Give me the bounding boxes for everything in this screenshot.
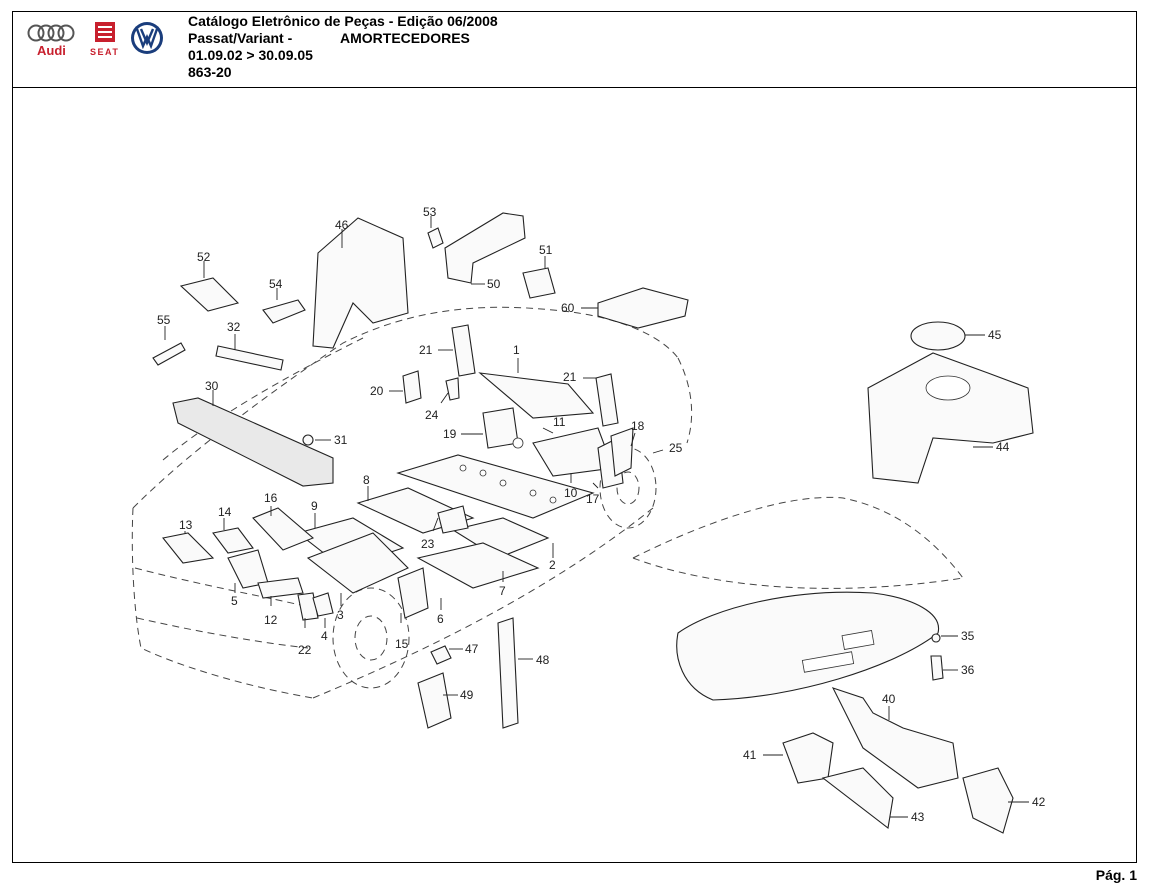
callout-47: 47	[465, 642, 479, 656]
exploded-parts-diagram: 1 2 3 4 5 6 7 8 9 10 11 12 13 14 15 16 1…	[131, 205, 1046, 834]
callout-45: 45	[988, 328, 1002, 342]
callout-6: 6	[437, 612, 444, 626]
callout-43: 43	[911, 810, 925, 824]
title-block: Catálogo Eletrônico de Peças - Edição 06…	[188, 13, 498, 81]
seat-logo: SEAT	[90, 22, 119, 57]
vehicle-model: Passat/Variant -	[188, 30, 293, 46]
small-brackets-left	[152, 277, 306, 366]
callout-2: 2	[549, 558, 556, 572]
callout-9: 9	[311, 499, 318, 513]
audi-logo-text: Audi	[37, 43, 66, 58]
brand-logos: Audi SEAT	[27, 22, 163, 58]
callout-10: 10	[564, 486, 578, 500]
vw-logo	[131, 22, 163, 54]
callout-36: 36	[961, 663, 975, 677]
callout-12: 12	[264, 613, 278, 627]
seat-logo-text: SEAT	[90, 47, 119, 57]
callout-49: 49	[460, 688, 474, 702]
callout-21a: 21	[419, 343, 433, 357]
callout-5: 5	[231, 594, 238, 608]
callout-54: 54	[269, 277, 283, 291]
callout-8: 8	[363, 473, 370, 487]
catalog-title: Catálogo Eletrônico de Peças - Edição 06…	[188, 13, 498, 29]
callout-1: 1	[513, 343, 520, 357]
callout-17: 17	[586, 492, 600, 506]
callout-31: 31	[334, 433, 348, 447]
callout-44: 44	[996, 440, 1010, 454]
page-number: Pág. 1	[1095, 867, 1137, 883]
callout-15: 15	[395, 637, 409, 651]
callout-35: 35	[961, 629, 975, 643]
callout-48: 48	[536, 653, 550, 667]
callout-32: 32	[227, 320, 241, 334]
callout-13: 13	[179, 518, 193, 532]
callout-46: 46	[335, 218, 349, 232]
callout-21b: 21	[563, 370, 577, 384]
callout-50: 50	[487, 277, 501, 291]
floor-insulation-parts	[162, 324, 634, 621]
callout-52: 52	[197, 250, 211, 264]
catalog-header: Audi SEAT Catálogo Eletrônico de Peças -…	[13, 12, 1136, 88]
date-range: 01.09.02 > 30.09.05	[188, 47, 313, 63]
callout-7: 7	[499, 584, 506, 598]
audi-logo: Audi	[27, 24, 75, 58]
callout-60: 60	[561, 301, 575, 315]
callout-30: 30	[205, 379, 219, 393]
firewall-and-duct-parts	[312, 212, 689, 349]
callout-22: 22	[298, 643, 312, 657]
callout-55: 55	[157, 313, 171, 327]
callout-labels: 1 2 3 4 5 6 7 8 9 10 11 12 13 14 15 16 1…	[157, 205, 1046, 824]
group-code: 863-20	[188, 64, 232, 80]
lower-small-parts	[417, 617, 1014, 834]
page-frame: Audi SEAT Catálogo Eletrônico de Peças -…	[12, 11, 1137, 863]
callout-51: 51	[539, 243, 553, 257]
callout-41: 41	[743, 748, 757, 762]
callout-25: 25	[669, 441, 683, 455]
callout-20: 20	[370, 384, 384, 398]
callout-18: 18	[631, 419, 645, 433]
hood-assembly	[632, 496, 964, 701]
callout-53: 53	[423, 205, 437, 219]
callout-14: 14	[218, 505, 232, 519]
section-name: AMORTECEDORES	[340, 30, 470, 46]
callout-16: 16	[264, 491, 278, 505]
callout-40: 40	[882, 692, 896, 706]
callout-4: 4	[321, 629, 328, 643]
callout-42: 42	[1032, 795, 1046, 809]
engine-cover-parts	[867, 321, 1034, 484]
callout-3: 3	[337, 608, 344, 622]
callout-24: 24	[425, 408, 439, 422]
callout-19: 19	[443, 427, 457, 441]
callout-23: 23	[421, 537, 435, 551]
cowl-parts	[172, 345, 334, 487]
callout-11: 11	[553, 415, 566, 429]
